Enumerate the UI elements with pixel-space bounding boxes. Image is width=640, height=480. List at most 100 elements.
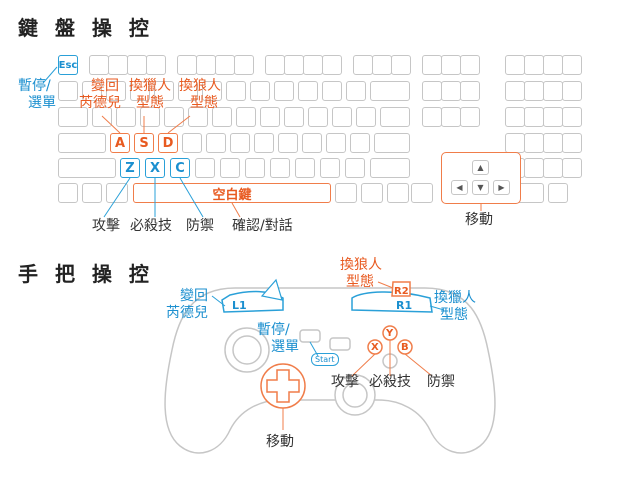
gp-r2-desc: 換狼人型態 xyxy=(340,257,382,291)
kb-s-label: 換獵人型態 xyxy=(125,78,175,112)
keyboard-key xyxy=(411,183,433,203)
keyboard-key xyxy=(212,107,232,127)
keyboard-key xyxy=(350,133,370,153)
keyboard-key xyxy=(391,55,411,75)
keyboard-key xyxy=(226,81,246,101)
kb-d-line1: 換狼人 xyxy=(179,78,221,94)
keyboard-key xyxy=(130,81,150,101)
keyboard-key xyxy=(230,133,250,153)
keyboard-key xyxy=(374,133,410,153)
keyboard-key xyxy=(460,107,480,127)
keyboard-key xyxy=(562,81,582,101)
keyboard-key xyxy=(164,107,184,127)
keyboard-key xyxy=(58,107,88,127)
keyboard-key xyxy=(562,55,582,75)
r2-label: R2 xyxy=(394,286,409,297)
gp-b-desc: 防禦 xyxy=(427,374,455,390)
gp-x-desc: 攻擊 xyxy=(331,374,359,390)
x-key: X xyxy=(145,158,165,178)
gp-l1-desc: 變回芮德兒 xyxy=(166,288,208,322)
keyboard-key xyxy=(250,81,270,101)
keyboard-key xyxy=(356,107,376,127)
keyboard-key xyxy=(82,81,102,101)
keyboard-key xyxy=(278,133,298,153)
keyboard-key xyxy=(295,158,315,178)
keyboard-key xyxy=(322,81,342,101)
r1-label: R1 xyxy=(396,299,413,312)
gp-l1-line1: 變回 xyxy=(180,288,208,304)
z-key: Z xyxy=(120,158,140,178)
arrow-right-icon: ▶ xyxy=(498,183,505,192)
space-key: 空白鍵 xyxy=(133,183,331,203)
keyboard-key xyxy=(380,107,410,127)
keyboard-key xyxy=(346,81,366,101)
kb-z-label: 攻擊 xyxy=(92,218,120,234)
kb-a-label: 變回芮德兒 xyxy=(72,78,128,112)
arrow-up-key: ▲ xyxy=(472,160,489,175)
y-button-label: Y xyxy=(386,328,394,339)
x-key-label: X xyxy=(149,160,161,176)
start-button-label: Start xyxy=(311,353,339,366)
keyboard-key xyxy=(195,158,215,178)
keyboard-key xyxy=(178,81,198,101)
keyboard-key xyxy=(254,133,274,153)
keyboard-key xyxy=(260,107,280,127)
keyboard-key xyxy=(140,107,160,127)
d-key-label: D xyxy=(162,135,174,151)
keyboard-key xyxy=(92,107,112,127)
kb-pause-line1: 暫停/ xyxy=(18,78,51,94)
arrow-down-key: ▼ xyxy=(472,180,489,195)
keyboard-key xyxy=(322,55,342,75)
keyboard-key xyxy=(220,158,240,178)
gp-y-desc: 必殺技 xyxy=(369,374,411,390)
gp-start-line2: 選單 xyxy=(271,339,299,355)
keyboard-key xyxy=(298,81,318,101)
keyboard-key xyxy=(58,158,116,178)
keyboard-key xyxy=(284,107,304,127)
keyboard-key xyxy=(370,81,410,101)
gp-r1-desc: 換獵人型態 xyxy=(434,290,476,324)
l1-label: L1 xyxy=(232,299,247,312)
arrow-down-icon: ▼ xyxy=(477,183,484,192)
z-key-label: Z xyxy=(125,160,135,176)
keyboard-key xyxy=(335,183,357,203)
kb-s-line1: 換獵人 xyxy=(129,78,171,94)
s-key: S xyxy=(134,133,154,153)
gp-r1-line2: 型態 xyxy=(440,307,468,323)
keyboard-key xyxy=(206,133,226,153)
keyboard-key xyxy=(245,158,265,178)
keyboard-key xyxy=(460,55,480,75)
keyboard-key xyxy=(146,55,166,75)
keyboard-key xyxy=(370,158,410,178)
keyboard-key xyxy=(332,107,352,127)
esc-key-label: Esc xyxy=(58,59,78,71)
arrow-up-icon: ▲ xyxy=(477,163,484,172)
keyboard-key xyxy=(345,158,365,178)
gamepad-title: 手 把 操 控 xyxy=(18,262,154,286)
gp-r2-line1: 換狼人 xyxy=(340,257,382,273)
keyboard-key xyxy=(116,107,136,127)
gp-dpad-desc: 移動 xyxy=(266,434,294,450)
keyboard-key xyxy=(562,158,582,178)
kb-a-line1: 變回 xyxy=(91,78,119,94)
keyboard-key xyxy=(58,81,78,101)
start-text: Start xyxy=(315,355,335,364)
keyboard-key xyxy=(202,81,222,101)
x-button-label: X xyxy=(371,342,379,353)
b-button-label: B xyxy=(401,342,409,353)
keyboard-key xyxy=(270,158,290,178)
gp-l1-line2: 芮德兒 xyxy=(166,305,208,321)
esc-key: Esc xyxy=(58,55,78,75)
kb-pause-label: 暫停/選單 xyxy=(18,78,56,112)
kb-space-label: 確認/對話 xyxy=(232,218,293,234)
gp-start-desc: 暫停/選單 xyxy=(257,322,299,356)
kb-d-label: 換狼人型態 xyxy=(176,78,224,112)
gp-r2-line2: 型態 xyxy=(346,274,374,290)
d-key: D xyxy=(158,133,178,153)
keyboard-key xyxy=(236,107,256,127)
keyboard-key xyxy=(361,183,383,203)
keyboard-key xyxy=(106,81,126,101)
keyboard-key xyxy=(58,133,106,153)
arrow-right-key: ▶ xyxy=(493,180,510,195)
